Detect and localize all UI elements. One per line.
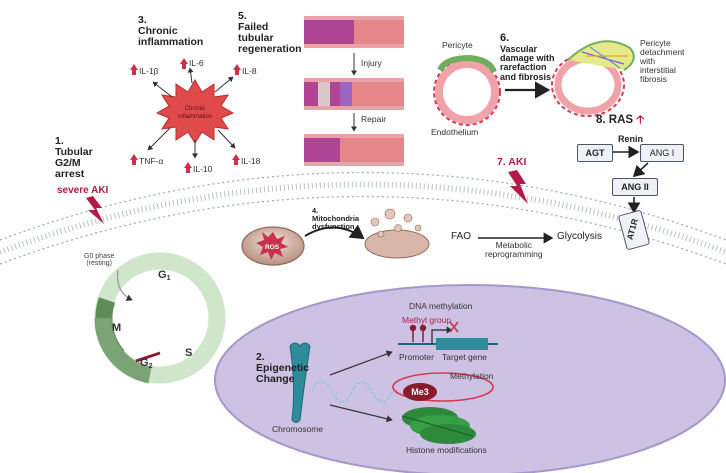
cytokine-il1b: IL-1β	[139, 66, 159, 76]
chromosome-label: Chromosome	[272, 424, 324, 434]
step8-title: 8. RAS 🡡	[596, 114, 645, 126]
methylation-label: Methylation	[450, 371, 494, 381]
glycolysis-label: Glycolysis	[557, 231, 603, 242]
ros-label: ROS	[265, 244, 280, 251]
cell-cycle-ring	[94, 252, 226, 384]
repair-label: Repair	[361, 114, 387, 124]
gene-methylation	[398, 321, 498, 350]
step5-title: 5. Failed tubular regeneration	[238, 10, 302, 56]
renin-label: Renin	[618, 134, 644, 144]
histone-nucleosome	[401, 407, 476, 444]
tubule-repair	[304, 134, 404, 166]
step4-title: 4. Mitochondria dysfunction	[312, 206, 360, 231]
cytokine-il10: IL-10	[193, 164, 213, 174]
metabolic-reprogramming-label: Metabolic reprogramming	[485, 240, 543, 259]
histone-modifications-label: Histone modifications	[406, 445, 487, 455]
step7-title: 7. AKI	[497, 156, 527, 168]
tubule-normal	[304, 16, 404, 48]
me3-label: Me3	[411, 387, 429, 397]
chromosome	[289, 342, 393, 423]
inflammation-center-line1: Chronic	[185, 106, 206, 112]
mitochondrion-damaged	[364, 208, 430, 259]
methyl-group-label: Methyl group	[402, 315, 452, 325]
injury-label: Injury	[361, 58, 382, 68]
fao-label: FAO	[451, 231, 472, 242]
vessel-damaged	[551, 40, 635, 117]
step2-title: 2. Epigenetic Change	[256, 351, 310, 386]
cell-membrane	[0, 171, 726, 265]
step6-title: 6. Vascular damage with rarefaction and …	[500, 32, 555, 82]
tubule-injury	[304, 78, 404, 110]
promoter-label: Promoter	[399, 352, 434, 362]
cycle-label-m: M	[112, 322, 121, 334]
pericyte-detachment-label: Pericyte detachment with interstitial fi…	[640, 38, 685, 84]
endothelium-label: Endothelium	[431, 127, 479, 137]
step1-title: 1. Tubular G2/M arrest	[55, 135, 93, 181]
lightning-icon	[508, 170, 528, 204]
lightning-icon	[86, 196, 104, 224]
agt-box: AGT	[577, 144, 613, 162]
cytokine-il6: IL-6	[189, 58, 204, 68]
pericyte-label: Pericyte	[442, 40, 473, 50]
mitochondrion-ros	[241, 226, 305, 266]
cycle-label-g2: G2	[140, 357, 153, 370]
nucleus	[214, 284, 726, 473]
target-gene-label: Target gene	[442, 352, 487, 362]
vessel-healthy	[433, 54, 501, 126]
inflammation-center-line2: inflammation	[178, 114, 212, 120]
up-arrow-icon: 🡡	[636, 114, 645, 126]
ang1-box: ANG I	[640, 144, 684, 162]
g0-phase-label: G0 phase (resting)	[84, 253, 115, 268]
cytokine-il18: IL-18	[241, 156, 261, 166]
dna-methylation-label: DNA methylation	[409, 301, 473, 311]
cytokine-il8: IL-8	[242, 66, 257, 76]
step3-title: 3. Chronic inflammation	[138, 14, 204, 49]
cytokine-tnfa: TNF-α	[139, 156, 164, 166]
cycle-label-g1: G1	[158, 269, 171, 282]
cycle-label-s: S	[185, 347, 192, 359]
severe-aki-label: severe AKI	[57, 185, 109, 196]
ang2-box: ANG II	[612, 178, 658, 196]
